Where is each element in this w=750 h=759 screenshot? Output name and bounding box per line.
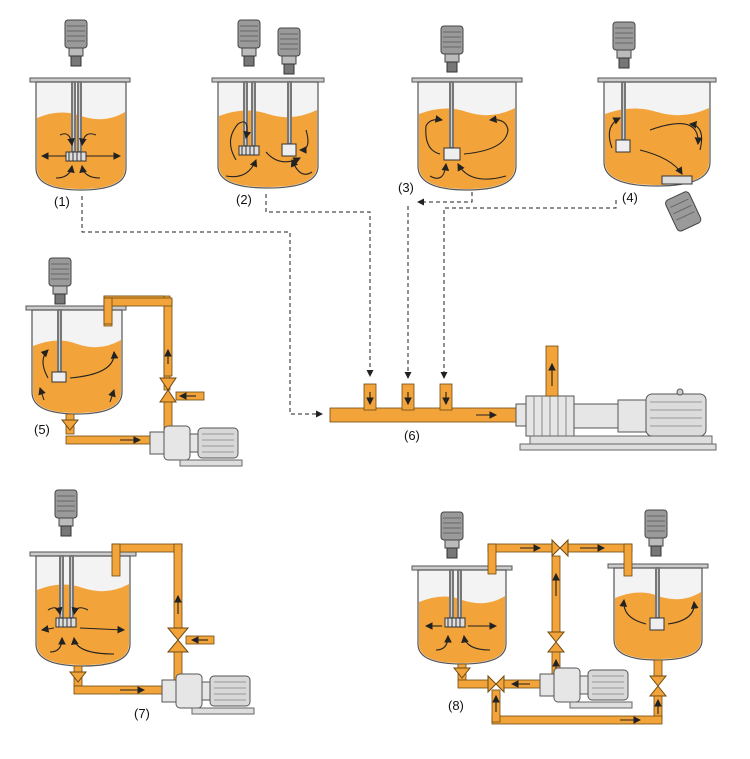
- label-setup-2: (2): [236, 192, 252, 207]
- label-setup-3: (3): [398, 180, 414, 195]
- setup-6-inline-homogenizer: [329, 345, 717, 451]
- setup-8-two-tank-circulation: [411, 509, 709, 725]
- label-setup-5: (5): [34, 422, 50, 437]
- setup-4-bottom-mounted-mixer: [597, 21, 717, 232]
- label-setup-7: (7): [134, 706, 150, 721]
- label-setup-1: (1): [54, 194, 70, 209]
- setup-5-recirculation-loop: [25, 257, 243, 467]
- setup-7-mixer-with-external-pump: [29, 489, 255, 715]
- setup-1-batch-high-shear-mixer: [29, 19, 131, 191]
- label-setup-4: (4): [622, 190, 638, 205]
- setup-3-inline-disperser-tank: [411, 25, 523, 191]
- label-setup-8: (8): [448, 698, 464, 713]
- label-setup-6: (6): [404, 428, 420, 443]
- setup-2-dual-shaft-mixer: [211, 19, 325, 189]
- connector-lines: [81, 192, 617, 418]
